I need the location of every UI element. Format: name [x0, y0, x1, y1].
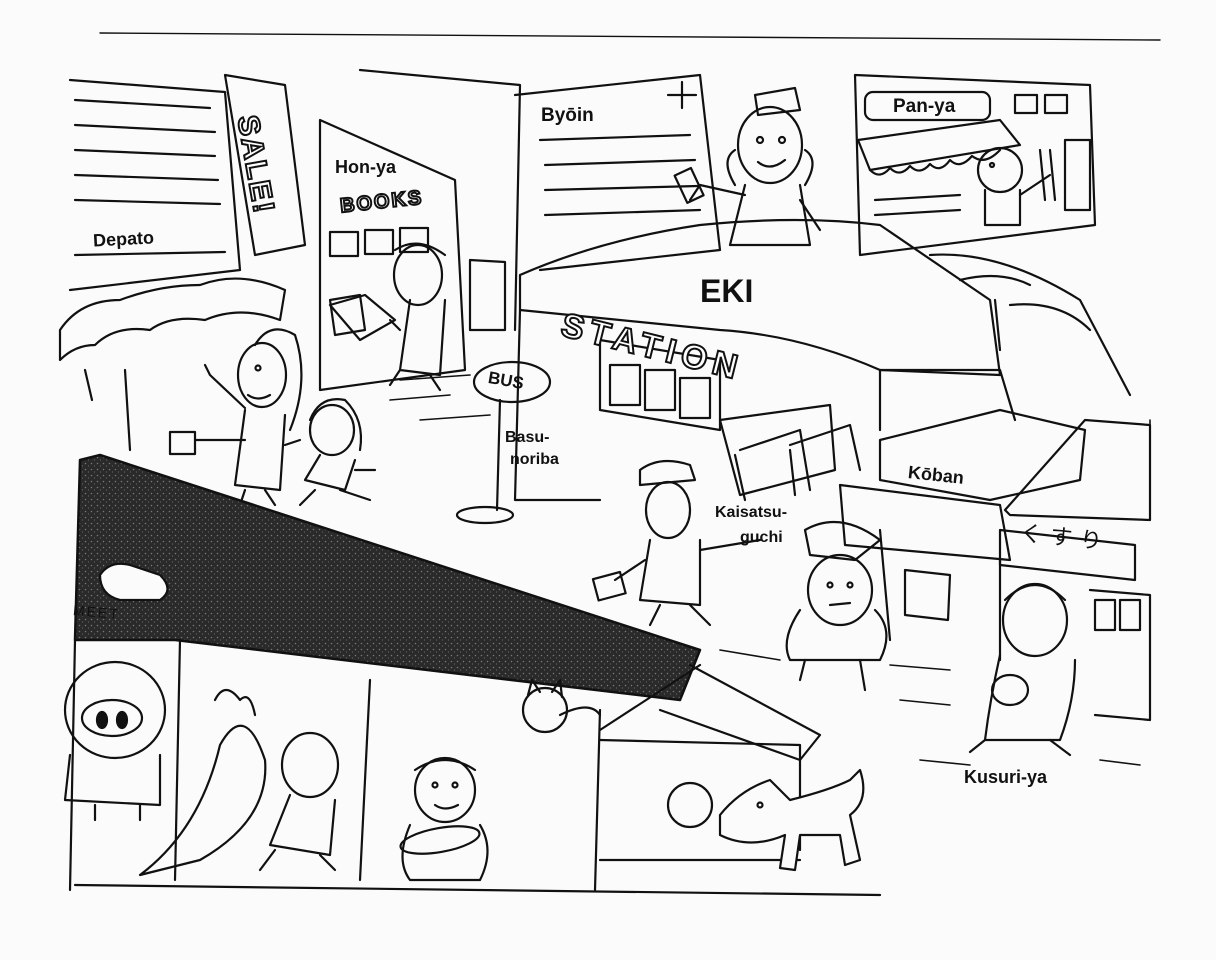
- baker-figure: [976, 146, 1057, 227]
- police-officer-figure: [785, 520, 888, 692]
- market-roof: [73, 453, 702, 702]
- pharmacy-building: [998, 418, 1152, 722]
- station-building: [513, 218, 1132, 502]
- label-basunoriba-1: Basu-: [505, 429, 550, 446]
- label-basunoriba-2: noriba: [510, 451, 559, 468]
- label-panya: Pan-ya: [893, 96, 956, 117]
- scan-edge-line: [99, 32, 1161, 41]
- market-stalls: [68, 638, 882, 897]
- bakery-window-icon: [1013, 93, 1039, 115]
- commuter-figure: [591, 459, 762, 627]
- fishmonger-figure: [399, 756, 489, 882]
- label-eki: EKI: [700, 273, 754, 309]
- pig-butcher-figure: [63, 660, 167, 822]
- label-kaisatsuguchi-1: Kaisatsu-: [715, 504, 788, 521]
- store-awning: [58, 277, 287, 362]
- cat-figure: [521, 678, 602, 734]
- label-honya: Hon-ya: [335, 157, 397, 177]
- label-depato: Depato: [92, 227, 155, 251]
- label-kaisatsuguchi-2: guchi: [740, 529, 783, 546]
- woman-pointing-figure: [168, 328, 303, 507]
- department-store-building: [58, 73, 307, 452]
- police-box-building: [838, 408, 1087, 662]
- label-meat: MEET: [72, 601, 121, 623]
- girl-running-figure: [283, 398, 377, 507]
- man-reading-figure: [328, 242, 447, 392]
- label-byoin: Byōin: [541, 105, 594, 126]
- bakery-window-icon: [1043, 93, 1069, 115]
- pharmacy-sign: [998, 528, 1137, 582]
- label-kusuriya: Kusuri-ya: [964, 767, 1048, 787]
- bus-stop-sign: [455, 360, 552, 525]
- meat-icon: [98, 562, 169, 602]
- dog-figure: [718, 768, 865, 872]
- nurse-figure: [673, 86, 822, 247]
- bakery-sign: [863, 90, 992, 122]
- pharmacy-customer-figure: [968, 582, 1077, 757]
- hospital-building: [513, 73, 722, 272]
- daikon-carrier-figure: [138, 688, 340, 877]
- sale-banner: [223, 73, 307, 257]
- street-markings: [389, 374, 1151, 766]
- bakery-building: [853, 73, 1097, 257]
- bookstore-building: [318, 68, 522, 392]
